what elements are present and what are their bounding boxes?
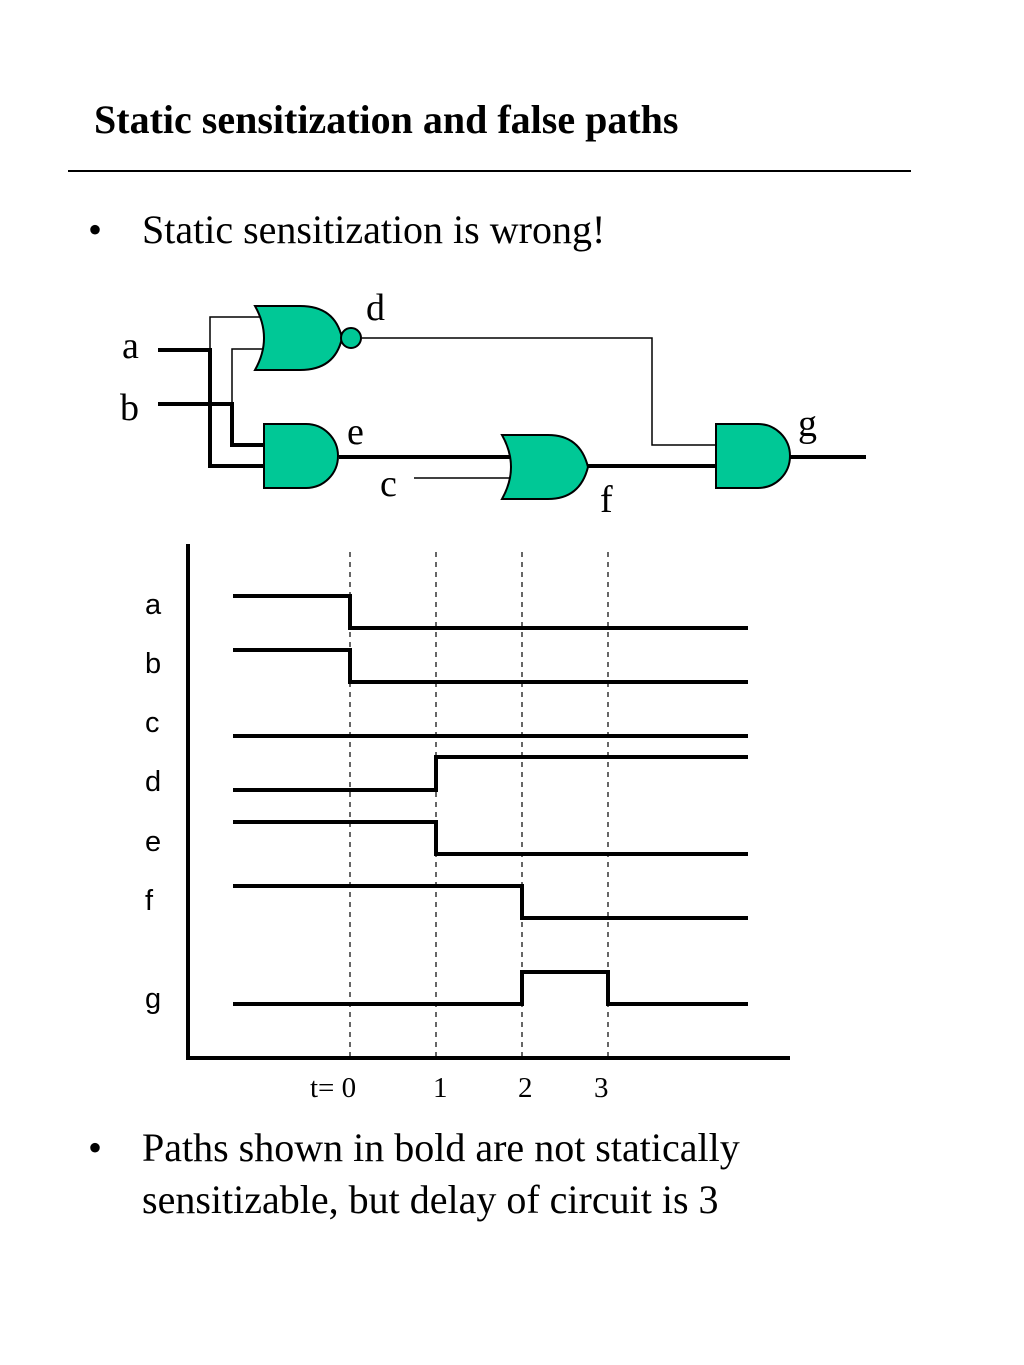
wire-d bbox=[362, 337, 716, 446]
label-c: c bbox=[380, 463, 397, 505]
bullet-item: • Static sensitization is wrong! bbox=[88, 204, 888, 256]
signal-label-e: e bbox=[145, 826, 161, 858]
bullet-dot: • bbox=[88, 1125, 103, 1170]
wire-a-to-nand bbox=[209, 316, 262, 350]
bold-wires bbox=[158, 348, 866, 468]
time-label-2: 2 bbox=[518, 1072, 533, 1104]
bullet-text-continued: sensitizable, but delay of circuit is 3 bbox=[142, 1177, 719, 1222]
waveform-e bbox=[233, 820, 748, 856]
label-e: e bbox=[347, 411, 364, 453]
and-gate-g bbox=[715, 423, 791, 489]
waveform-b bbox=[233, 648, 748, 684]
waveforms bbox=[233, 594, 748, 1006]
thin-wires bbox=[209, 316, 716, 479]
bullet-text: Paths shown in bold are not statically bbox=[142, 1125, 740, 1170]
label-g: g bbox=[798, 403, 817, 445]
signal-label-a: a bbox=[145, 589, 162, 621]
waveform-g bbox=[233, 970, 748, 1006]
bullet-dot: • bbox=[88, 207, 103, 252]
waveform-a bbox=[233, 594, 748, 630]
label-d: d bbox=[366, 287, 385, 329]
signal-label-d: d bbox=[145, 766, 161, 798]
bullet-text: Static sensitization is wrong! bbox=[142, 207, 606, 252]
signal-label-b: b bbox=[145, 648, 161, 680]
label-f: f bbox=[600, 479, 613, 521]
nor-gate-d bbox=[253, 305, 344, 371]
and-gate-e bbox=[263, 423, 339, 489]
slide-title: Static sensitization and false paths bbox=[94, 97, 679, 142]
circuit-diagram: a b d e c f g bbox=[120, 287, 866, 521]
label-b: b bbox=[120, 387, 139, 429]
gates bbox=[253, 305, 791, 500]
signal-label-c: c bbox=[145, 707, 160, 739]
label-a: a bbox=[122, 325, 139, 367]
time-label-1: 1 bbox=[433, 1072, 448, 1104]
timing-diagram: a b c d e f g t= 0 1 2 3 bbox=[145, 544, 790, 1104]
title-divider bbox=[68, 170, 911, 172]
time-label-0: t= 0 bbox=[310, 1072, 356, 1104]
signal-label-f: f bbox=[145, 885, 154, 917]
inverter-bubble bbox=[340, 327, 362, 349]
bullet-item: • Paths shown in bold are not statically… bbox=[88, 1122, 888, 1232]
wire-b-to-nand bbox=[231, 348, 262, 404]
wire-a-bold bbox=[158, 348, 264, 468]
waveform-f bbox=[233, 884, 748, 920]
waveform-d bbox=[233, 755, 748, 792]
time-label-3: 3 bbox=[594, 1072, 609, 1104]
signal-label-g: g bbox=[145, 983, 161, 1015]
wire-b-bold bbox=[158, 402, 264, 447]
or-gate-f bbox=[500, 434, 590, 500]
